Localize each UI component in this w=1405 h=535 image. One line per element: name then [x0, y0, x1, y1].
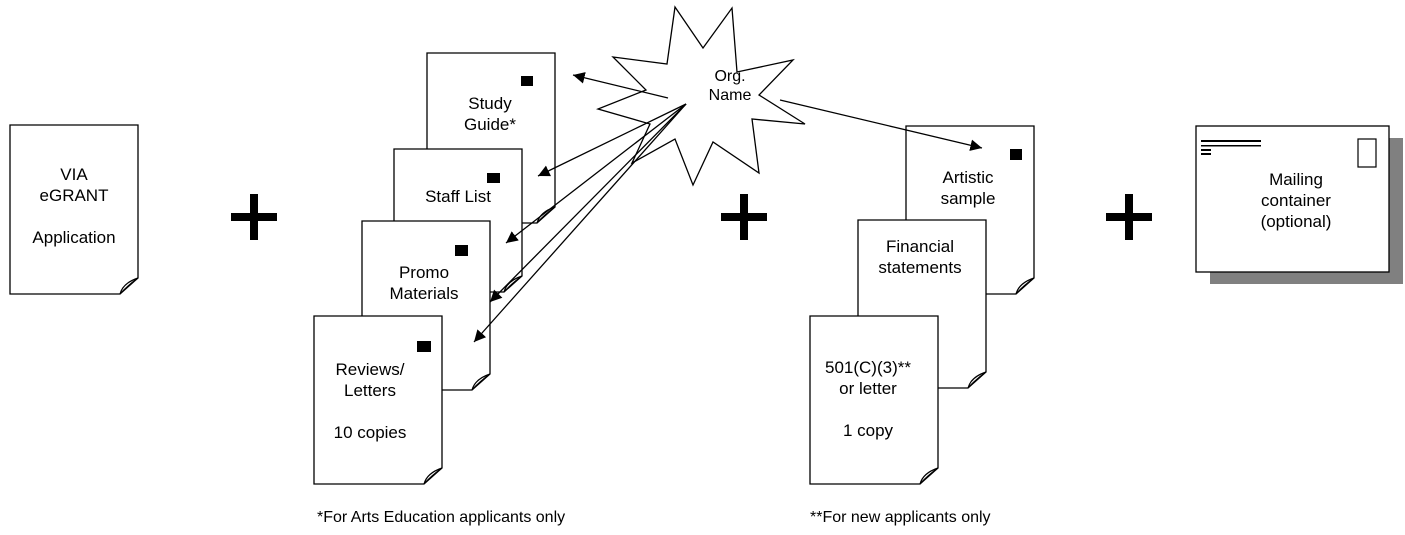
stamp-icon: [1357, 138, 1377, 168]
mailing-container: [1195, 125, 1390, 273]
artistic-sample-label: Artistic sample: [940, 168, 996, 208]
reviews-letters-label: Reviews/ Letters 10 copies: [333, 360, 407, 442]
staff-list-label: Staff List: [425, 187, 491, 206]
arrow-to-artistic-sample: [779, 99, 983, 151]
page-curl: [119, 277, 139, 295]
plus-sign-3: [1106, 194, 1152, 240]
label-square-icon: [417, 341, 431, 352]
label-square-icon: [487, 173, 500, 183]
arrow-to-promo-materials: [505, 103, 687, 244]
application-label: VIA eGRANT Application: [32, 165, 116, 247]
label-square-icon: [455, 245, 468, 256]
status-document-label: 501(C)(3)** or letter 1 copy: [825, 358, 911, 440]
arrow-to-staff-list: [537, 103, 687, 177]
plus-sign-1: [231, 194, 277, 240]
arrow-to-reviews-1: [489, 103, 687, 303]
page-curl: [471, 373, 491, 391]
promo-materials-label: Promo Materials: [389, 263, 459, 303]
org-name-label: Org. Name: [708, 68, 752, 104]
label-square-icon: [1010, 149, 1022, 160]
mailing-container-label: Mailing container (optional): [1260, 170, 1332, 231]
status-document-page: [809, 315, 939, 485]
reviews-letters-page: [313, 315, 443, 485]
page-curl: [1015, 277, 1035, 295]
page-curl: [967, 371, 987, 389]
page-curl: [919, 467, 939, 485]
study-guide-label: Study Guide*: [464, 94, 516, 134]
arts-education-footnote: *For Arts Education applicants only: [317, 509, 566, 526]
arrow-to-reviews-2: [473, 103, 687, 343]
page-curl: [503, 275, 523, 293]
page-curl: [423, 467, 443, 485]
label-square-icon: [521, 76, 533, 86]
financial-statements-label: Financial statements: [878, 237, 962, 277]
application-page: [9, 124, 139, 295]
plus-sign-2: [721, 194, 767, 240]
new-applicants-footnote: **For new applicants only: [810, 509, 991, 526]
address-lines-icon: [1201, 140, 1261, 155]
arrow-to-study-guide: [572, 72, 669, 99]
